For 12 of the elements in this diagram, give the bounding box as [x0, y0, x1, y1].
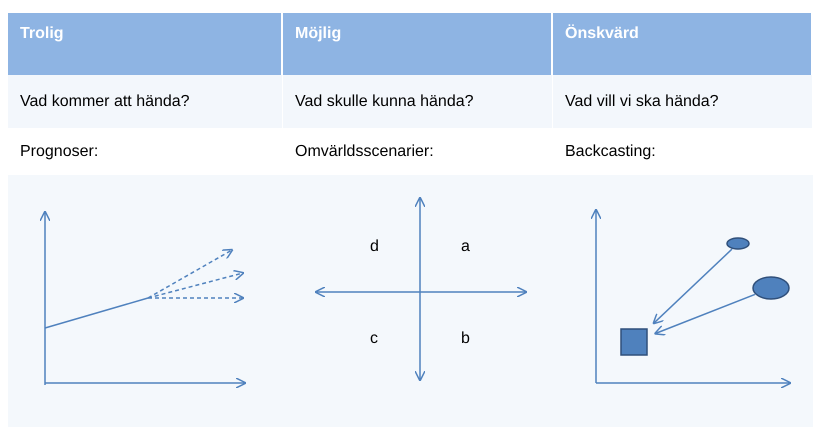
header-cell: Möjlig [283, 13, 553, 75]
arrow [654, 294, 756, 336]
header-cell: Trolig [8, 13, 283, 75]
quadrant-letter: d [370, 238, 379, 256]
arrow [652, 248, 733, 325]
question-cell: Vad kommer att hända? [8, 75, 283, 128]
quadrant-letter: c [370, 330, 378, 348]
quadrant-letter: a [461, 238, 470, 256]
header-cell: Önskvärd [553, 13, 813, 75]
quadrant-letter: b [461, 330, 470, 348]
question-cell: Vad skulle kunna hända? [283, 75, 553, 128]
question-cell: Vad vill vi ska hända? [553, 75, 813, 128]
